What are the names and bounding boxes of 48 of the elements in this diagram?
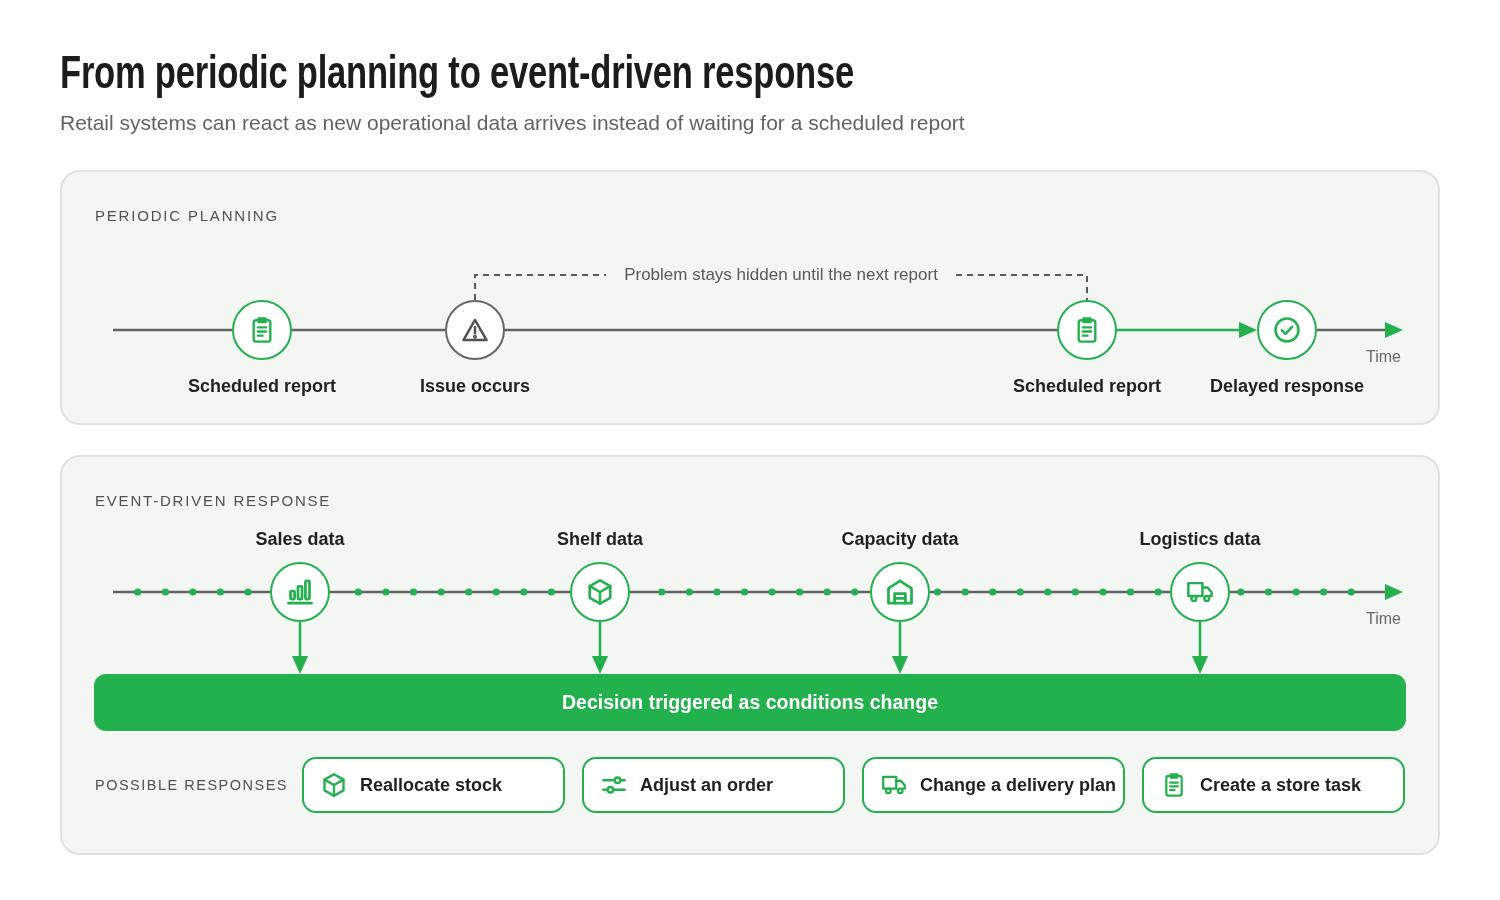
connector-line <box>330 590 570 594</box>
response-text: Change a delivery plan <box>920 774 1117 796</box>
arrow <box>892 622 908 673</box>
milestone-label: Shelf data <box>557 528 643 550</box>
axis-label: Time <box>1366 609 1401 628</box>
panel-heading: PERIODIC PLANNING <box>95 206 279 226</box>
milestone-label: Logistics data <box>1139 528 1261 550</box>
milestone-label: Capacity data <box>841 528 959 550</box>
milestone-circle <box>1057 300 1117 360</box>
axis-label: Time <box>1366 347 1401 366</box>
panel-heading: EVENT-DRIVEN RESPONSE <box>95 491 332 511</box>
connector-line <box>113 590 270 594</box>
response-option <box>862 757 1125 813</box>
milestone-label: Issue occurs <box>419 375 531 397</box>
connector-line <box>113 328 232 332</box>
diagram-title: From periodic planning to event-driven response <box>60 44 854 100</box>
milestone-circle <box>570 562 630 622</box>
milestone-circle <box>1170 562 1230 622</box>
arrow <box>292 622 308 673</box>
milestone-label: Scheduled report <box>188 375 336 397</box>
decision-bar: Decision triggered as conditions change <box>94 674 1406 731</box>
milestone-circle <box>270 562 330 622</box>
subtitle: Retail systems can react as new operational data arrives instead of waiting for a scheduled report <box>60 110 965 136</box>
section-heading: POSSIBLE RESPONSES <box>95 776 288 795</box>
milestone-label: Sales data <box>255 528 345 550</box>
response-text: Adjust an order <box>640 774 773 796</box>
response-option <box>1142 757 1405 813</box>
milestone-circle <box>232 300 292 360</box>
response-option <box>302 757 565 813</box>
milestone-circle <box>870 562 930 622</box>
arrow <box>1192 622 1208 673</box>
milestone-circle <box>1257 300 1317 360</box>
connector-line <box>292 328 445 332</box>
milestone-label: Scheduled report <box>1013 375 1161 397</box>
arrow <box>1230 584 1402 600</box>
arrow <box>1117 322 1256 338</box>
arrow <box>592 622 608 673</box>
response-option <box>582 757 845 813</box>
milestone-circle <box>445 300 505 360</box>
connector-line <box>630 590 870 594</box>
response-text: Reallocate stock <box>360 774 503 796</box>
milestone-label: Delayed response <box>1209 375 1365 397</box>
response-text: Create a store task <box>1200 774 1362 796</box>
connector-line <box>505 328 1057 332</box>
panel <box>60 455 1440 855</box>
panel <box>60 170 1440 425</box>
arrow <box>1317 322 1402 338</box>
connector-line <box>930 590 1170 594</box>
